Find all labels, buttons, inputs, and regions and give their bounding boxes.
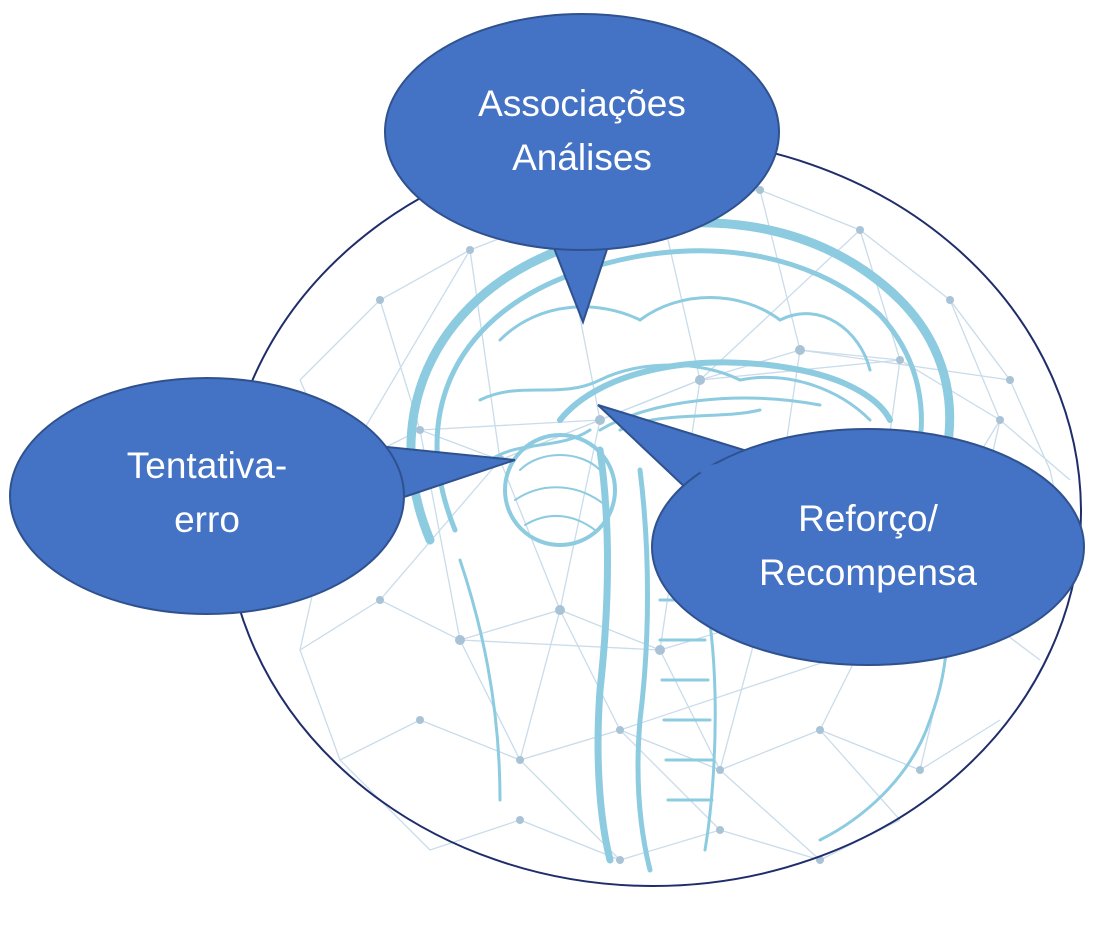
callout-top-line2: Análises: [512, 137, 652, 178]
callout-right-line1: Reforço/: [798, 498, 939, 539]
callout-tentativa-erro: Tentativa- erro: [9, 377, 516, 615]
callout-ellipse-right: [651, 428, 1085, 666]
callout-reforco-recompensa: Reforço/ Recompensa: [597, 404, 1085, 666]
callout-ellipse-top: [384, 13, 780, 251]
callout-ellipse-left: [9, 377, 405, 615]
callout-associacoes-analises: Associações Análises: [384, 13, 780, 325]
callout-left-line1: Tentativa-: [127, 445, 287, 486]
head-brain-sketch: [406, 218, 955, 873]
callout-left-line2: erro: [174, 499, 240, 540]
callout-right-line2: Recompensa: [759, 552, 977, 593]
callout-top-line1: Associações: [478, 83, 686, 124]
